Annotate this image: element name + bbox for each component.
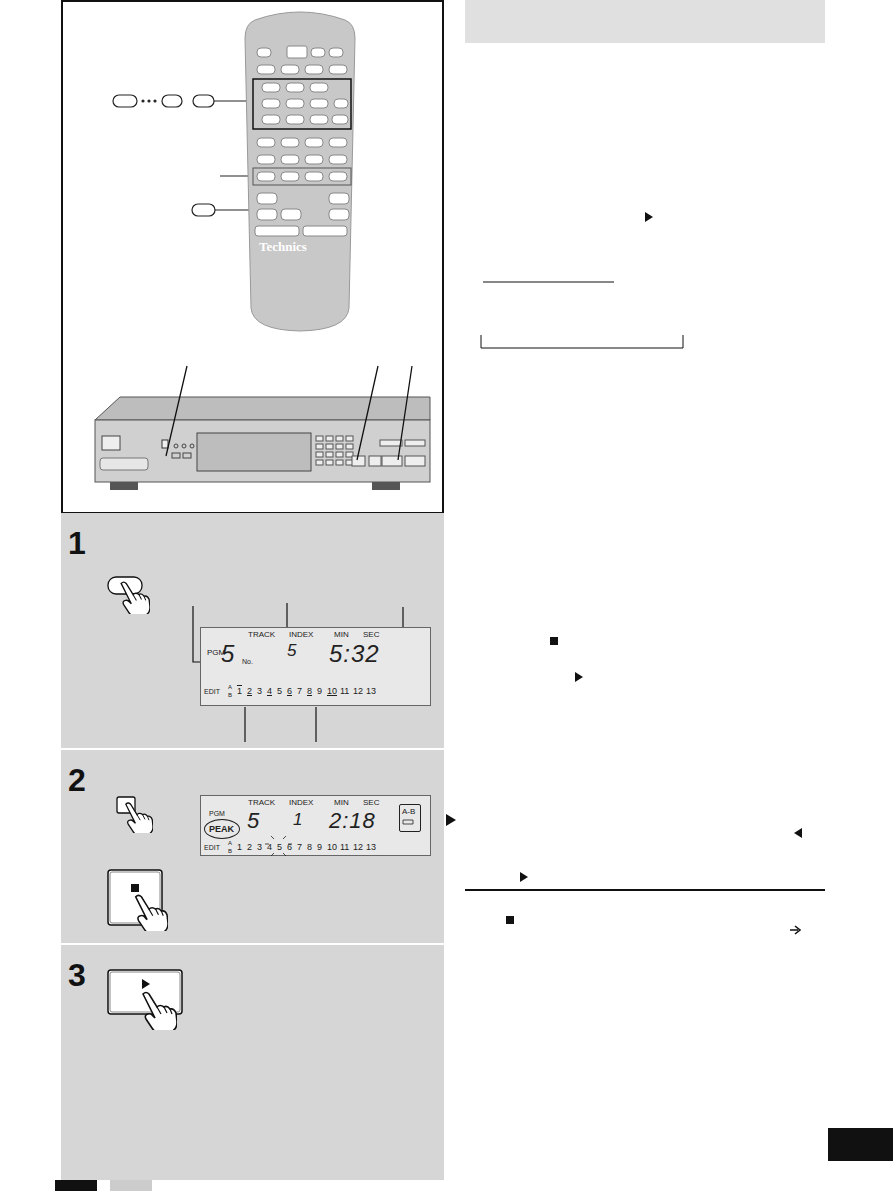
step-band: 3 xyxy=(61,945,444,1180)
display-text: 8 xyxy=(307,843,312,852)
display-text: 13 xyxy=(366,687,376,696)
play-indicator xyxy=(446,814,456,826)
display-text: 3 xyxy=(257,843,262,852)
display-text: 7 xyxy=(297,687,302,696)
display-text: INDEX xyxy=(289,799,313,807)
header-bar xyxy=(465,0,825,43)
step3-button xyxy=(108,970,182,1033)
remote-body xyxy=(243,8,357,333)
step2-buttons xyxy=(108,797,168,934)
display-text: 5 xyxy=(277,687,282,696)
steps-panel xyxy=(61,513,444,1180)
display-text: 5 xyxy=(287,642,297,659)
display-text: 3 xyxy=(68,959,86,991)
display-text: 11 xyxy=(340,843,349,852)
display-text: TRACK xyxy=(248,631,275,639)
display-text: 5 xyxy=(277,843,282,852)
display-text: MIN xyxy=(334,631,349,639)
display-text: 1 xyxy=(293,811,303,828)
display-text: 5 xyxy=(247,810,260,832)
display-text: MIN xyxy=(334,799,349,807)
display-text: 2 xyxy=(247,843,252,852)
display-panel: TRACKINDEXMINSECPGM5No.55:32EDITAB123456… xyxy=(200,627,431,706)
display-text: PGM xyxy=(209,810,225,817)
flash-rays xyxy=(201,796,432,856)
display-text: No. xyxy=(242,658,253,665)
display-text: 6 xyxy=(287,843,292,852)
peak-indicator: PEAK xyxy=(204,819,240,839)
step-band: 2TRACKINDEXMINSECPGM512:18EDITAB12345678… xyxy=(61,750,444,943)
display-text: 11 xyxy=(340,687,349,696)
display-text: 2 xyxy=(247,687,252,696)
display-text: 6 xyxy=(287,687,292,696)
display-text: A xyxy=(228,840,232,846)
display-text: B xyxy=(228,848,232,854)
display-text: 10 xyxy=(327,687,337,696)
text-symbols xyxy=(506,212,802,934)
display-text: PEAK xyxy=(209,825,234,834)
display-text: B xyxy=(228,692,232,698)
display-text: EDIT xyxy=(204,844,220,851)
display-text: 4 xyxy=(267,687,272,696)
display-text: 1 xyxy=(237,843,242,852)
display-text: SEC xyxy=(363,631,379,639)
display-panel: TRACKINDEXMINSECPGM512:18EDITAB123456789… xyxy=(200,795,431,856)
display-text: A xyxy=(228,684,232,690)
page-marker xyxy=(110,1180,152,1191)
cd-player xyxy=(95,366,430,490)
display-text: 12 xyxy=(353,687,363,696)
step-band: 1TRACKINDEXMINSECPGM5No.55:32EDITAB12345… xyxy=(61,513,444,748)
display-text: A-B xyxy=(402,808,415,816)
display-text: INDEX xyxy=(289,631,313,639)
display-text: 5:32 xyxy=(329,642,380,666)
display-text: Technics xyxy=(259,240,307,253)
ab-repeat-indicator: A-B xyxy=(399,804,421,832)
display-text: 5 xyxy=(221,642,235,666)
display-text: 13 xyxy=(366,843,376,852)
display-text: 7 xyxy=(297,843,302,852)
step1-button xyxy=(108,577,150,617)
display-text: EDIT xyxy=(204,688,220,695)
display-text: 10 xyxy=(327,843,337,852)
page-marker xyxy=(55,1180,97,1191)
display-text: SEC xyxy=(363,799,379,807)
display-text: TRACK xyxy=(248,799,275,807)
frame xyxy=(62,1,443,513)
display-text: 8 xyxy=(307,687,312,696)
display-text: 1 xyxy=(237,687,242,696)
remote-control: Technics xyxy=(243,8,357,333)
divider xyxy=(465,889,825,891)
display-text: 2 xyxy=(68,764,86,796)
page-tab xyxy=(828,1128,893,1161)
display-text: 9 xyxy=(317,843,322,852)
display-text: 1 xyxy=(68,527,86,559)
display-text: 2:18 xyxy=(329,810,376,832)
separator xyxy=(61,943,444,945)
separator xyxy=(61,748,444,750)
display-text: 9 xyxy=(317,687,322,696)
rules xyxy=(481,282,683,348)
display-text: 4 xyxy=(267,843,272,852)
display-text: 12 xyxy=(353,843,363,852)
display-text: 3 xyxy=(257,687,262,696)
